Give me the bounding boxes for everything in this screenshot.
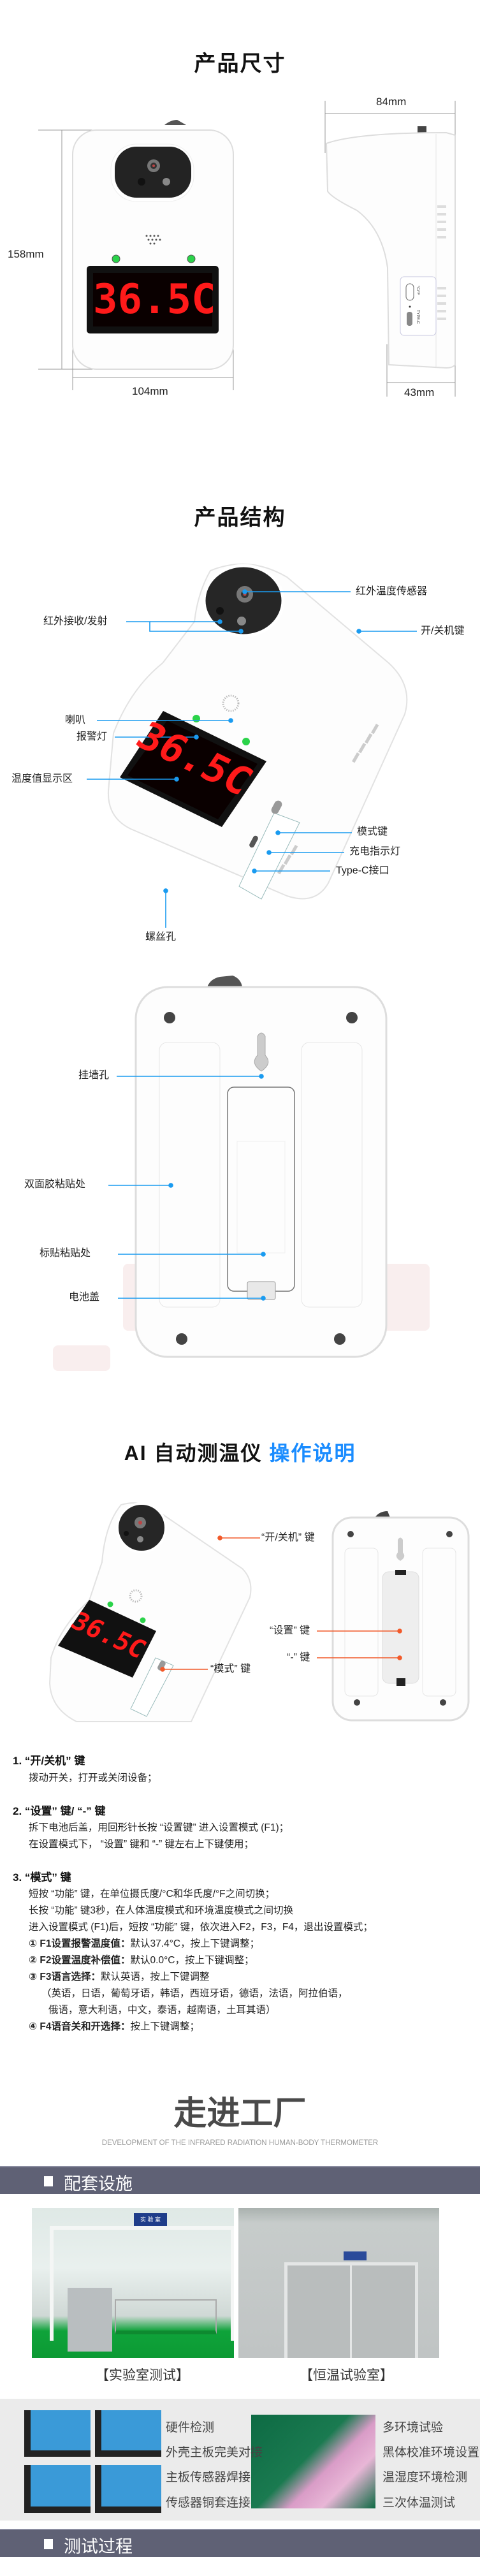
testing-banner-title: 测试过程 [64,2537,133,2556]
callout-setting-key: “设置” 键 [270,1625,310,1636]
label-tape-area: 双面胶粘贴处 [24,1179,86,1190]
process-panel: 硬件检测 外壳主板完美对接 主板传感器焊接 传感器铜套连接 多环境试验 黑体校准… [0,2399,480,2521]
item-3-heading: 3. “模式” 键 [13,1871,71,1884]
label-power-key: 开/关机键 [421,626,465,636]
label-screw-hole: 螺丝孔 [145,932,177,942]
back-view-device [53,976,430,1371]
item-3-line: 短按 “功能” 键，在单位摄氏度/°C和华氏度/°F之间切换； [29,1889,275,1899]
label-battery-cover: 电池盖 [69,1292,100,1303]
height-dimension-label: 158mm [8,248,44,260]
label-display-area: 温度值显示区 [11,773,73,784]
setting-f2-desc: 默认0.0°C，按上下键调整； [130,1955,254,1966]
callout-mode-key: “模式” 键 [210,1664,251,1674]
size-section-title: 产品尺寸 [194,52,286,76]
shell-assembly-photo [95,2410,161,2457]
process-label: 主板传感器焊接 [166,2471,251,2484]
setting-f3-desc: 默认英语，按上下键调整 [101,1972,210,1982]
instructions-title: AI 自动测温仪 操作说明 [0,1437,480,1467]
square-bullet-icon [44,2539,53,2549]
instructions-illustration [48,1502,470,1722]
setting-f2-name: ② F2设置温度补偿值： [29,1955,131,1966]
setting-f1-name: ① F1设置报警温度值： [29,1938,131,1949]
item-2-heading: 2. “设置” 键/ “-” 键 [13,1805,106,1817]
instructions-back-device [331,1511,470,1722]
thermostatic-room-photo [238,2208,439,2358]
facilities-banner: 配套设施 [0,2166,480,2194]
instructions-angled-device [48,1502,252,1722]
lab-sign: 实 验 室 [134,2213,167,2226]
process-label: 传感器铜套连接 [166,2496,251,2510]
structure-illustration [53,563,430,1371]
setting-f2: ② F2设置温度补偿值：默认0.0°C，按上下键调整； [29,1952,254,1966]
languages-line-2: 俄语，意大利语，中文，泰语，越南语，土耳其语） [48,2005,276,2016]
worker-testing-photo [251,2415,375,2508]
label-ir-sensor: 红外温度传感器 [356,586,428,597]
callout-minus-key: “-” 键 [287,1652,310,1663]
lab-test-photo: 实 验 室 [32,2208,234,2358]
label-alarm-light: 报警灯 [76,731,108,742]
side-mode-key-label: °C/°F [416,286,419,295]
lab-test-caption: 【实验室测试】 [96,2368,189,2383]
sensor-sleeve-photo [95,2465,161,2513]
depth-dimension-label: 84mm [376,96,407,108]
item-1-heading: 1. “开/关机” 键 [13,1755,85,1767]
setting-f3: ③ F3语言选择：默认英语，按上下键调整 [29,1969,210,1983]
item-1-line: 拨动开关，打开或关闭设备； [29,1773,157,1783]
angled-device [107,563,408,900]
thermostatic-room-caption: 【恒温试验室】 [300,2368,393,2383]
languages-line-1: （英语，日语，葡萄牙语，韩语，西班牙语，德语，法语，阿拉伯语， [41,1988,348,1999]
setting-f4-desc: 按上下键调整； [130,2021,200,2032]
setting-f1: ① F1设置报警温度值：默认37.4°C，按上下键调整； [29,1936,259,1950]
size-illustration [38,101,456,397]
setting-f4: ④ F4语音关和开选择：按上下键调整； [29,2019,200,2033]
facilities-banner-title: 配套设施 [64,2174,133,2193]
front-view-device [72,120,234,370]
testing-banner: 测试过程 [0,2529,480,2557]
process-label: 多环境试验 [382,2421,444,2434]
process-label: 黑体校准环境设置 [382,2446,480,2459]
item-3-line: 进入设置模式 (F1)后，短按 “功能” 键，依次进入F2，F3，F4，退出设置… [29,1922,373,1933]
process-label: 硬件检测 [166,2421,215,2434]
instructions-title-prefix: AI 自动测温仪 [124,1442,263,1465]
process-label: 外壳主板完美对接 [166,2446,263,2459]
item-3-line: 长按 “功能” 键3秒，在人体温度模式和环境温度模式之间切换 [29,1905,294,1916]
hardware-check-photo [24,2410,91,2457]
label-charge-light: 充电指示灯 [349,846,401,857]
process-label: 三次体温测试 [382,2496,456,2510]
setting-f1-desc: 默认37.4°C，按上下键调整； [130,1938,260,1949]
temperature-display-reading: 36.5C [93,276,216,323]
label-sticker-area: 标贴粘贴处 [40,1248,91,1259]
label-ir-tx-rx: 红外接收/发射 [43,616,108,627]
item-2-line: 拆下电池后盖，用回形针长按 “设置键” 进入设置模式 (F1)； [29,1822,289,1833]
structure-section-title: 产品结构 [194,506,286,530]
label-speaker: 喇叭 [65,715,86,726]
label-wall-hole: 挂墙孔 [78,1070,110,1081]
process-label: 温湿度环境检测 [382,2471,468,2484]
square-bullet-icon [44,2176,53,2186]
item-2-line: 在设置模式下， “设置” 键和 “-” 键左右上下键使用； [29,1839,254,1850]
thickness-dimension-label: 43mm [404,386,435,399]
factory-subtitle: DEVELOPMENT OF THE INFRARED RADIATION HU… [101,2139,379,2147]
factory-title: 走进工厂 [173,2095,307,2132]
label-typec-port: Type-C接口 [336,865,389,876]
board-welding-photo [24,2465,91,2513]
instructions-title-highlight: 操作说明 [269,1442,356,1465]
setting-f3-name: ③ F3语言选择： [29,1972,101,1982]
width-dimension-label: 104mm [132,385,168,397]
label-mode-key: 模式键 [357,826,388,837]
setting-f4-name: ④ F4语音关和开选择： [29,2021,131,2032]
side-typec-label: TYPE-C [416,310,419,325]
callout-power-key: “开/关机” 键 [261,1532,315,1543]
side-view-device [325,126,456,369]
